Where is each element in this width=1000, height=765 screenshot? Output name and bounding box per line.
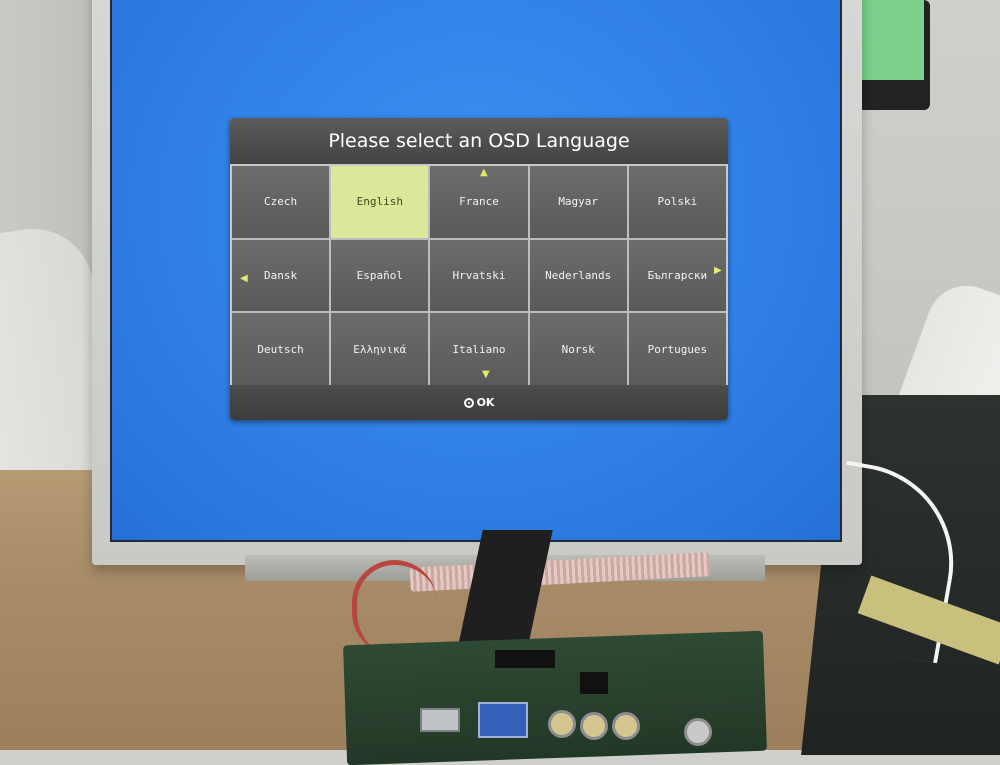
osd-title: Please select an OSD Language [230,118,728,164]
language-norsk[interactable]: Norsk [529,313,627,385]
language-magyar[interactable]: Magyar [529,166,627,238]
language-deutsch[interactable]: Deutsch [232,313,330,385]
language-czech[interactable]: Czech [232,166,330,238]
language-italiano[interactable]: Italiano [430,313,528,385]
ok-button[interactable]: OK [230,385,728,420]
ok-label: OK [476,396,495,409]
board-chip [495,650,555,668]
language-hrvatski[interactable]: Hrvatski [430,239,528,312]
ok-circle-icon [463,397,474,408]
phone-screen [856,0,924,80]
language-nederlands[interactable]: Nederlands [529,239,627,312]
rca-jack [684,718,712,746]
rca-jack [612,712,640,740]
language-france[interactable]: France [430,166,528,238]
rca-jack [548,710,576,738]
language-espanol[interactable]: Español [331,239,429,312]
red-wire-bundle [352,560,437,655]
language-english[interactable]: English [331,166,429,238]
vga-port [478,702,528,738]
language-bulgarian[interactable]: Български [628,239,726,312]
language-dansk[interactable]: Dansk [232,239,330,312]
hdmi-port [420,708,460,732]
osd-language-dialog: Please select an OSD Language Czech Engl… [230,118,728,420]
triangle-down-icon: ▼ [482,369,490,380]
rca-jack [580,712,608,740]
triangle-left-icon: ◀ [240,273,248,284]
language-greek[interactable]: Ελληνικά [331,313,429,385]
language-portugues[interactable]: Portugues [628,313,726,385]
triangle-right-icon: ▶ [714,265,722,276]
language-polski[interactable]: Polski [628,166,726,238]
triangle-up-icon: ▲ [480,167,488,178]
board-chip [580,672,608,694]
language-grid: Czech English France Magyar Polski Dansk… [232,166,726,385]
